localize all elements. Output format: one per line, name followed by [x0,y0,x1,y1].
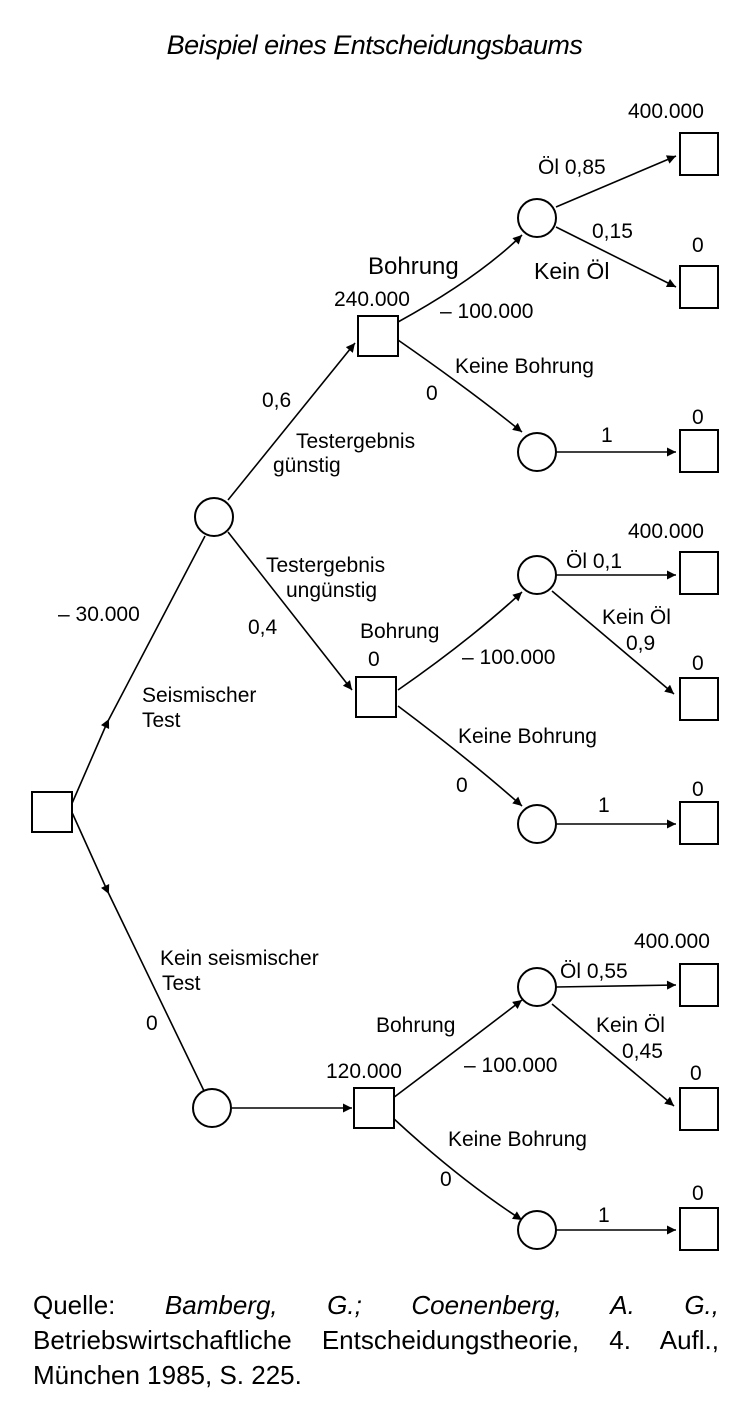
label-nt-nooil-p: 0,45 [622,1040,663,1063]
source-prefix: Quelle: [33,1290,165,1320]
edge-fav-drill [397,234,523,323]
tree-nodes [31,132,719,1251]
label-nt-oil: Öl 0,55 [560,960,628,983]
edge-no-test [69,807,206,1094]
label-fav-drill-cost: – 100.000 [440,300,533,323]
edge-nt-drill [392,999,523,1099]
label-test-1: Seismischer [142,684,256,707]
label-p-favorable: 0,6 [262,389,291,412]
label-fav-out-nodrill: 0 [692,406,704,429]
diagram-title: Beispiel eines Entscheidungsbaums [166,30,583,60]
edge-nt-nodrill [392,1117,523,1221]
edge-nt-nooil [551,1003,675,1107]
label-unfav-drill: Bohrung [360,620,439,643]
nt-drill-chance-node [517,967,557,1007]
fav-nodrill-chance-node [517,432,557,472]
label-fav-nodrill: Keine Bohrung [455,355,594,378]
label-test-2: Test [142,709,181,732]
fav-outcome-oil [679,132,719,176]
unfav-outcome-nooil [679,677,719,721]
nt-outcome-oil [679,963,719,1007]
label-favorable-1: Testergebnis [296,430,415,453]
unfav-outcome-oil [679,551,719,595]
source-rest: Betriebswirtschaftliche Entscheidungsthe… [33,1325,719,1390]
label-unfavorable-2: ungünstig [286,579,377,602]
label-fav-oil: Öl 0,85 [538,156,606,179]
source-authors: Bamberg, G.; Coenenberg, A. G., [164,1290,719,1320]
nt-decision-node [353,1087,395,1129]
fav-decision-node [357,315,399,357]
edge-fav-oil [555,155,677,208]
source-citation: Quelle: Bamberg, G.; Coenenberg, A. G., … [33,1288,719,1393]
label-fav-nodrill-p: 1 [601,424,613,447]
label-nt-nodrill-value: 0 [440,1168,452,1191]
label-unfavorable-1: Testergebnis [266,554,385,577]
label-notest-1: Kein seismischer [160,947,319,970]
unfav-decision-node [355,676,397,718]
notest-chance-node [192,1088,232,1128]
unfav-outcome-nodrill [679,801,719,845]
tree-edges [69,155,677,1235]
label-nt-nooil: Kein Öl [596,1014,665,1037]
label-unfav-nodrill: Keine Bohrung [458,725,597,748]
label-nt-nodrill-p: 1 [598,1204,610,1227]
fav-outcome-nooil [679,265,719,309]
label-unfav-nooil-p: 0,9 [626,632,655,655]
label-fav-out-oil: 400.000 [628,100,704,123]
label-fav-drill: Bohrung [368,253,459,280]
label-unfav-nodrill-value: 0 [456,774,468,797]
edge-fav-nodrill [397,339,523,433]
label-unfav-nodrill-p: 1 [598,794,610,817]
label-nt-drill-cost: – 100.000 [464,1054,557,1077]
label-fav-nooil: Kein Öl [534,258,609,284]
edge-unfav-nodrill [397,705,523,807]
unfav-drill-chance-node [517,555,557,595]
label-unfav-out-oil: 400.000 [628,520,704,543]
nt-nodrill-chance-node [517,1210,557,1250]
label-notest-value: 0 [146,1012,158,1035]
root-decision-node [31,791,73,833]
edge-fav-nooil [555,226,677,288]
edge-unfav-drill [397,591,523,691]
unfav-nodrill-chance-node [517,804,557,844]
label-notest-2: Test [162,972,201,995]
label-nt-out-nooil: 0 [690,1062,702,1085]
nt-outcome-nooil [679,1087,719,1131]
edge-unfav-nooil [551,590,675,695]
label-fav-nodrill-value: 0 [426,382,438,405]
tree-labels: – 30.000 Seismischer Test Kein seismisch… [58,100,710,1227]
label-unfav-out-nodrill: 0 [692,778,704,801]
label-nt-out-nodrill: 0 [692,1182,704,1205]
label-nt-nodrill: Keine Bohrung [448,1128,587,1151]
fav-outcome-nodrill [679,429,719,473]
label-unfav-oil: Öl 0,1 [566,550,622,573]
test-chance-node [194,497,234,537]
label-test-cost: – 30.000 [58,603,140,626]
label-unfav-out-nooil: 0 [692,652,704,675]
label-nt-drill: Bohrung [376,1014,455,1037]
label-favorable-2: günstig [273,454,341,477]
edge-nt-oil [555,980,677,990]
label-nt-value: 120.000 [326,1060,402,1083]
label-p-unfavorable: 0,4 [248,616,278,639]
fav-drill-chance-node [517,198,557,238]
label-unfav-drill-cost: – 100.000 [462,646,555,669]
label-nt-out-oil: 400.000 [634,930,710,953]
label-fav-out-nooil: 0 [692,234,704,257]
label-fav-nooil-p: 0,15 [592,220,633,243]
label-fav-value: 240.000 [334,288,410,311]
label-unfav-value: 0 [368,648,380,671]
label-unfav-nooil: Kein Öl [602,606,671,629]
nt-outcome-nodrill [679,1207,719,1251]
edge-unfavorable [227,531,353,691]
edge-favorable [227,342,356,501]
edge-test [69,535,206,809]
